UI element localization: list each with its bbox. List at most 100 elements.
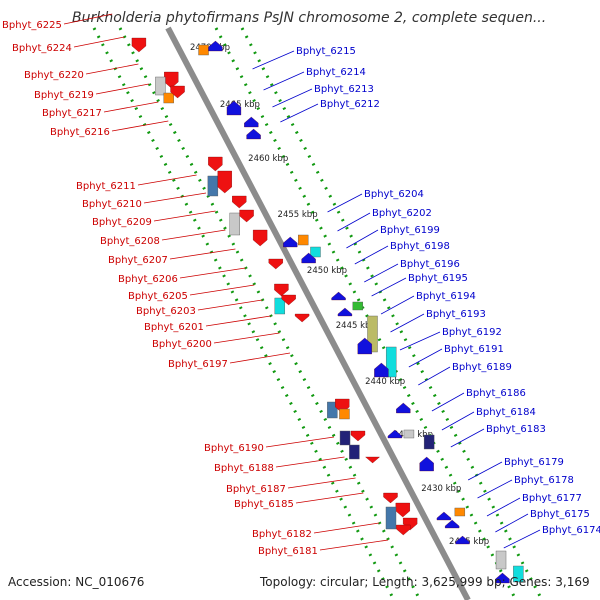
- left-gene-label[interactable]: Bphyt_6200: [152, 339, 212, 350]
- gene-feature[interactable]: [131, 37, 147, 53]
- right-gene-label[interactable]: Bphyt_6215: [296, 46, 356, 57]
- gene-feature[interactable]: [163, 92, 174, 104]
- left-gene-label[interactable]: Bphyt_6209: [92, 217, 152, 228]
- right-gene-label[interactable]: Bphyt_6213: [314, 84, 374, 95]
- left-gene-label[interactable]: Bphyt_6190: [204, 443, 264, 454]
- gene-feature[interactable]: [395, 502, 410, 518]
- right-gene-label[interactable]: Bphyt_6183: [486, 424, 546, 435]
- left-gene-label[interactable]: Bphyt_6225: [2, 20, 62, 31]
- gene-feature[interactable]: [294, 313, 310, 323]
- gene-feature[interactable]: [229, 212, 240, 236]
- gene-feature[interactable]: [387, 429, 403, 439]
- gene-feature[interactable]: [232, 195, 247, 209]
- gene-feature[interactable]: [513, 565, 524, 583]
- right-gene-label[interactable]: Bphyt_6189: [452, 362, 512, 373]
- right-gene-label[interactable]: Bphyt_6195: [408, 273, 468, 284]
- right-gene-label[interactable]: Bphyt_6199: [380, 225, 440, 236]
- left-gene-label[interactable]: Bphyt_6219: [34, 90, 94, 101]
- gene-feature[interactable]: [444, 519, 460, 529]
- gene-feature[interactable]: [246, 128, 261, 140]
- gene-feature[interactable]: [495, 572, 510, 584]
- gene-feature[interactable]: [455, 535, 470, 545]
- left-gene-label[interactable]: Bphyt_6208: [100, 236, 160, 247]
- right-gene-label[interactable]: Bphyt_6191: [444, 344, 504, 355]
- gene-feature[interactable]: [283, 236, 298, 248]
- gene-feature[interactable]: [217, 170, 232, 194]
- gene-feature[interactable]: [198, 44, 209, 56]
- gene-feature[interactable]: [208, 156, 223, 172]
- gene-feature[interactable]: [383, 492, 398, 504]
- gene-feature[interactable]: [436, 511, 452, 521]
- gene-feature[interactable]: [310, 246, 321, 258]
- right-gene-label[interactable]: Bphyt_6175: [530, 509, 590, 520]
- left-gene-label[interactable]: Bphyt_6211: [76, 181, 136, 192]
- gene-feature[interactable]: [357, 337, 372, 355]
- right-gene-label[interactable]: Bphyt_6196: [400, 259, 460, 270]
- gene-feature[interactable]: [281, 294, 296, 306]
- right-gene-label[interactable]: Bphyt_6186: [466, 388, 526, 399]
- gene-feature[interactable]: [208, 40, 223, 52]
- gene-feature[interactable]: [164, 71, 179, 89]
- gene-feature[interactable]: [495, 550, 507, 570]
- left-gene-label[interactable]: Bphyt_6197: [168, 359, 228, 370]
- left-gene-label[interactable]: Bphyt_6207: [108, 255, 168, 266]
- right-gene-label[interactable]: Bphyt_6184: [476, 407, 536, 418]
- gene-feature[interactable]: [396, 524, 411, 536]
- left-gene-label[interactable]: Bphyt_6201: [144, 322, 204, 333]
- left-gene-label[interactable]: Bphyt_6205: [128, 291, 188, 302]
- gene-feature[interactable]: [327, 401, 338, 419]
- right-gene-label[interactable]: Bphyt_6177: [522, 493, 582, 504]
- gene-feature[interactable]: [396, 402, 411, 414]
- right-gene-label[interactable]: Bphyt_6194: [416, 291, 476, 302]
- right-gene-label[interactable]: Bphyt_6204: [364, 189, 424, 200]
- left-gene-label[interactable]: Bphyt_6216: [50, 127, 110, 138]
- right-gene-label[interactable]: Bphyt_6202: [372, 208, 432, 219]
- right-gene-label[interactable]: Bphyt_6214: [306, 67, 366, 78]
- gene-feature[interactable]: [365, 456, 380, 464]
- right-gene-label[interactable]: Bphyt_6198: [390, 241, 450, 252]
- gene-feature[interactable]: [331, 291, 346, 301]
- gene-feature[interactable]: [274, 297, 286, 315]
- right-gene-label[interactable]: Bphyt_6179: [504, 457, 564, 468]
- left-gene-labels[interactable]: Bphyt_6225Bphyt_6224Bphyt_6220Bphyt_6219…: [2, 13, 389, 557]
- gene-feature[interactable]: [301, 252, 316, 264]
- gene-feature[interactable]: [339, 408, 350, 420]
- gene-feature[interactable]: [352, 301, 364, 311]
- left-gene-label[interactable]: Bphyt_6188: [214, 463, 274, 474]
- gene-feature[interactable]: [385, 506, 397, 530]
- gene-features[interactable]: [131, 37, 524, 584]
- left-gene-label[interactable]: Bphyt_6206: [118, 274, 178, 285]
- gene-feature[interactable]: [239, 209, 254, 223]
- gene-feature[interactable]: [244, 116, 259, 128]
- left-gene-label[interactable]: Bphyt_6224: [12, 43, 72, 54]
- right-gene-label[interactable]: Bphyt_6174: [542, 525, 600, 536]
- gene-feature[interactable]: [337, 307, 353, 317]
- gene-feature[interactable]: [207, 175, 219, 197]
- gene-feature[interactable]: [297, 234, 309, 246]
- gene-feature[interactable]: [274, 283, 289, 297]
- left-gene-label[interactable]: Bphyt_6210: [82, 199, 142, 210]
- gene-feature[interactable]: [423, 434, 435, 450]
- left-gene-label[interactable]: Bphyt_6185: [234, 499, 294, 510]
- gene-feature[interactable]: [170, 85, 185, 99]
- gene-feature[interactable]: [419, 456, 434, 472]
- gene-feature[interactable]: [350, 430, 366, 442]
- gene-feature[interactable]: [339, 430, 351, 446]
- gene-feature[interactable]: [349, 444, 360, 460]
- gene-feature[interactable]: [268, 258, 283, 270]
- gene-feature[interactable]: [374, 362, 389, 378]
- right-gene-label[interactable]: Bphyt_6192: [442, 327, 502, 338]
- gene-feature[interactable]: [403, 429, 415, 439]
- right-gene-label[interactable]: Bphyt_6178: [514, 475, 574, 486]
- left-gene-label[interactable]: Bphyt_6182: [252, 529, 312, 540]
- gene-feature[interactable]: [226, 100, 242, 116]
- right-gene-labels[interactable]: Bphyt_6215Bphyt_6214Bphyt_6213Bphyt_6212…: [252, 46, 600, 549]
- gene-feature[interactable]: [454, 507, 466, 517]
- left-gene-label[interactable]: Bphyt_6217: [42, 108, 102, 119]
- right-gene-label[interactable]: Bphyt_6212: [320, 99, 380, 110]
- right-gene-label[interactable]: Bphyt_6193: [426, 309, 486, 320]
- gene-feature[interactable]: [385, 346, 397, 378]
- gene-feature[interactable]: [367, 315, 378, 353]
- left-gene-label[interactable]: Bphyt_6187: [226, 484, 286, 495]
